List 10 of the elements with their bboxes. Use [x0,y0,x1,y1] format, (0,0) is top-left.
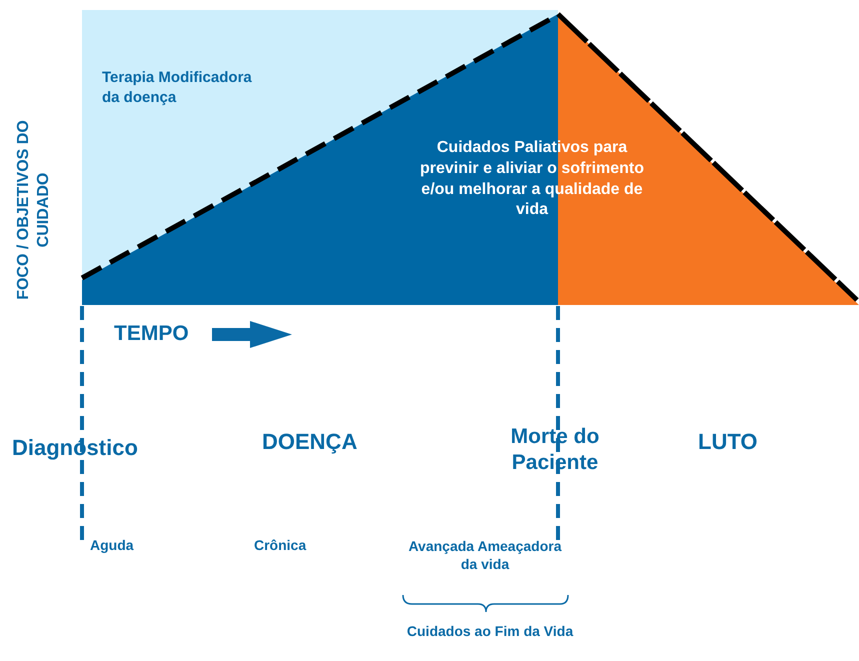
stage-label: Cuidados ao Fim da Vida [406,623,574,640]
axis-label: FOCO / OBJETIVOS DO CUIDADO [14,120,53,300]
axis-label: TEMPO [114,321,190,347]
phase-label: LUTO [698,428,758,456]
stage-label: Avançada Ameaçadora da vida [407,538,563,573]
stage-label: Crônica [254,537,308,554]
phase-label: DOENÇA [262,428,358,456]
stage-label: Aguda [90,537,135,554]
area-label: Terapia Modificadora da doença [102,68,253,107]
phase-label: Diagnóstico [12,434,139,462]
